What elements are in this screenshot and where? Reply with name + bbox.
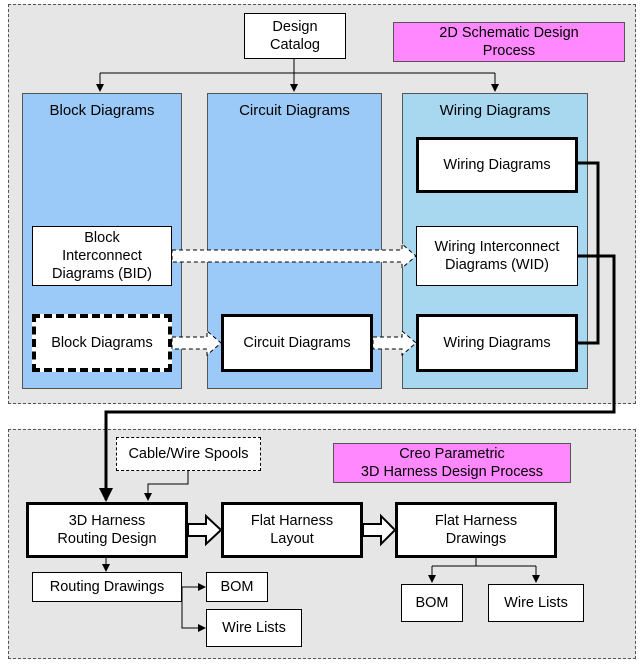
bid-box: Block Interconnect Diagrams (BID): [32, 226, 172, 286]
bid-to-wid-arrow: [171, 242, 417, 270]
circuit-diagrams-box: Circuit Diagrams: [221, 314, 373, 372]
wid-box: Wiring Interconnect Diagrams (WID): [416, 226, 578, 286]
column-title-block: Block Diagrams: [49, 102, 155, 119]
wiring-merge-connectors: [99, 161, 616, 502]
bom-right-box: BOM: [401, 584, 463, 622]
wire-lists-right-box: Wire Lists: [488, 584, 584, 622]
spools-connector: [144, 471, 189, 501]
routing-to-flat-arrow: [187, 513, 223, 547]
routing-outputs-connectors: [102, 558, 206, 632]
circuit-to-wiring-arrow: [372, 329, 417, 357]
flat-to-drawings-arrow: [362, 513, 397, 547]
wiring-diagrams-top-box: Wiring Diagrams: [416, 137, 578, 193]
routing-design-box: 3D Harness Routing Design: [26, 502, 188, 558]
bom-left-box: BOM: [206, 572, 268, 602]
routing-drawings-box: Routing Drawings: [32, 572, 182, 602]
catalog-connectors: [96, 59, 499, 92]
flat-layout-box: Flat Harness Layout: [221, 502, 363, 558]
creo-process-label: Creo Parametric 3D Harness Design Proces…: [333, 443, 571, 483]
block-to-circuit-arrow: [171, 329, 222, 357]
schematic-process-label: 2D Schematic Design Process: [393, 22, 625, 62]
cable-spools-box: Cable/Wire Spools: [116, 437, 261, 471]
wire-lists-left-box: Wire Lists: [206, 609, 302, 647]
column-title-wiring: Wiring Diagrams: [439, 102, 551, 119]
flat-drawings-box: Flat Harness Drawings: [395, 502, 557, 558]
column-title-circuit: Circuit Diagrams: [239, 102, 350, 119]
drawings-outputs-connectors: [428, 558, 540, 583]
design-catalog-box: Design Catalog: [244, 13, 346, 59]
block-diagrams-box: Block Diagrams: [32, 314, 172, 372]
wiring-diagrams-bottom-box: Wiring Diagrams: [416, 314, 578, 372]
